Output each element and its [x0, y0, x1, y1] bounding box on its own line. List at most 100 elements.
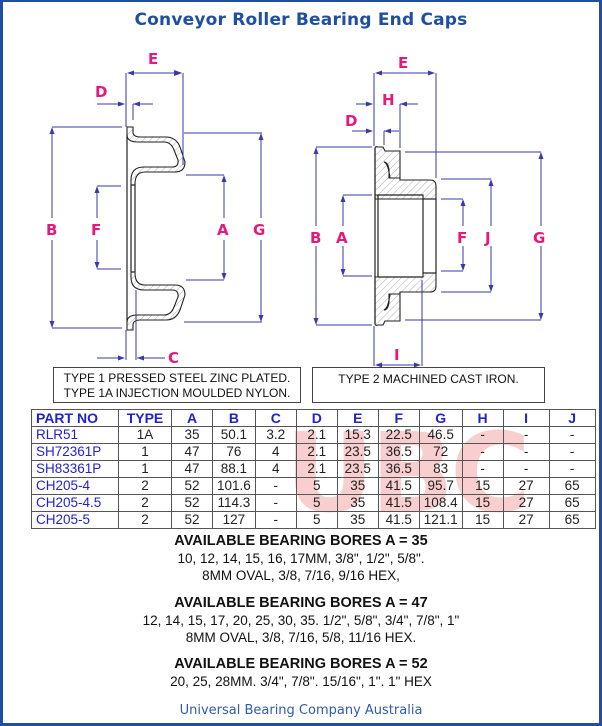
- page-title: Conveyor Roller Bearing End Caps: [134, 10, 468, 30]
- cell-c: -: [254, 477, 297, 495]
- cell-i: 27: [502, 477, 550, 495]
- cell-c: -: [254, 494, 297, 512]
- cell-g: 46.5: [418, 426, 463, 444]
- cell-d: 2.1: [295, 460, 338, 478]
- cell-i: -: [502, 443, 550, 461]
- dim-label-b2: B: [310, 229, 321, 247]
- cell-a: 47: [171, 460, 213, 478]
- cell-e: 23.5: [336, 443, 379, 461]
- col-header-type: TYPE: [118, 409, 172, 427]
- cell-g: 108.4: [418, 494, 463, 512]
- cell-type: 2: [118, 511, 172, 529]
- type1-note-line1: TYPE 1 PRESSED STEEL ZINC PLATED.: [63, 371, 291, 385]
- dim-label-i: I: [394, 346, 400, 364]
- cell-c: 3.2: [254, 426, 297, 444]
- cell-h: -: [461, 460, 504, 478]
- cell-c: 4: [254, 443, 297, 461]
- cell-h: 15: [461, 494, 504, 512]
- cell-h: 15: [461, 511, 504, 529]
- dim-label-a2: A: [336, 229, 348, 247]
- cell-d: 2.1: [295, 426, 338, 444]
- col-header-f: F: [377, 409, 420, 427]
- col-header-h: H: [461, 409, 504, 427]
- type2-note-line1: TYPE 2 MACHINED CAST IRON.: [338, 372, 519, 386]
- cell-f: 36.5: [377, 443, 420, 461]
- cell-d: 2.1: [295, 443, 338, 461]
- cell-b: 127: [212, 511, 256, 529]
- table-row: RLR51 1A 35 50.1 3.2 2.1 15.3 22.5 46.5 …: [31, 426, 596, 444]
- bores-a52: AVAILABLE BEARING BORES A = 52 20, 25, 2…: [0, 656, 602, 690]
- bores-a35-line1: 10, 12, 14, 15, 16, 17MM, 3/8", 1/2", 5/…: [177, 551, 425, 566]
- cell-c: -: [254, 511, 297, 529]
- cell-f: 22.5: [377, 426, 420, 444]
- cell-g: 83: [418, 460, 463, 478]
- dim-label-g: G: [253, 221, 265, 239]
- cell-type: 1: [118, 460, 172, 478]
- bores-a47: AVAILABLE BEARING BORES A = 47 12, 14, 1…: [0, 595, 602, 646]
- cell-d: 5: [295, 477, 338, 495]
- dim-label-j: J: [484, 229, 491, 247]
- bores-a35: AVAILABLE BEARING BORES A = 35 10, 12, 1…: [0, 533, 602, 584]
- col-header-i: I: [502, 409, 550, 427]
- table-row: SH83361P 1 47 88.1 4 2.1 23.5 36.5 83 - …: [31, 460, 596, 478]
- bores-a52-heading: AVAILABLE BEARING BORES A = 52: [174, 656, 428, 672]
- cell-b: 114.3: [212, 494, 256, 512]
- cell-g: 121.1: [418, 511, 463, 529]
- cell-a: 47: [171, 443, 213, 461]
- dim-label-d2: D: [345, 112, 357, 130]
- cell-b: 101.6: [212, 477, 256, 495]
- cell-b: 88.1: [212, 460, 256, 478]
- cell-type: 2: [118, 477, 172, 495]
- cell-f: 41.5: [377, 511, 420, 529]
- type2-note: TYPE 2 MACHINED CAST IRON.: [312, 367, 545, 403]
- bores-a35-line2: 8MM OVAL, 3/8, 7/16, 9/16 HEX,: [202, 568, 400, 583]
- cell-a: 52: [171, 494, 213, 512]
- col-header-part-no: PART NO: [31, 409, 119, 427]
- cell-a: 52: [171, 477, 213, 495]
- cell-f: 36.5: [377, 460, 420, 478]
- cell-i: 27: [502, 511, 550, 529]
- company-footer: Universal Bearing Company Australia: [179, 703, 423, 718]
- dim-label-e2: E: [398, 54, 408, 72]
- cell-part-no: CH205-4.5: [31, 494, 119, 512]
- cell-a: 52: [171, 511, 213, 529]
- dim-label-e: E: [148, 50, 158, 68]
- cell-part-no: RLR51: [31, 426, 119, 444]
- cell-e: 35: [336, 511, 379, 529]
- cell-j: -: [548, 426, 596, 444]
- cell-e: 15.3: [336, 426, 379, 444]
- spec-table: PART NO TYPE A B C D E F G H I J RLR51 1…: [31, 409, 596, 529]
- end-cap-drawings: E D B F A G: [46, 50, 545, 368]
- bores-a47-line1: 12, 14, 15, 17, 20, 25, 30, 35. 1/2", 5/…: [142, 613, 460, 628]
- cell-part-no: SH72361P: [31, 443, 119, 461]
- cell-e: 23.5: [336, 460, 379, 478]
- type1-note-line2: TYPE 1A INJECTION MOULDED NYLON.: [63, 386, 291, 400]
- table-row: CH205-4.5 2 52 114.3 - 5 35 41.5 108.4 1…: [31, 494, 596, 512]
- cell-b: 50.1: [212, 426, 256, 444]
- cell-f: 41.5: [377, 494, 420, 512]
- bores-a47-heading: AVAILABLE BEARING BORES A = 47: [174, 595, 428, 611]
- table-row: SH72361P 1 47 76 4 2.1 23.5 36.5 72 - - …: [31, 443, 596, 461]
- dim-label-f2: F: [457, 229, 467, 247]
- cell-i: -: [502, 426, 550, 444]
- col-header-e: E: [336, 409, 379, 427]
- bores-a35-heading: AVAILABLE BEARING BORES A = 35: [174, 533, 428, 549]
- cell-part-no: CH205-4: [31, 477, 119, 495]
- cell-j: 65: [548, 477, 596, 495]
- bores-a52-line1: 20, 25, 28MM. 3/4", 7/8". 15/16", 1". 1"…: [170, 674, 432, 689]
- col-header-d: D: [295, 409, 338, 427]
- col-header-b: B: [212, 409, 256, 427]
- table-header-row: PART NO TYPE A B C D E F G H I J: [31, 409, 596, 427]
- cell-type: 1A: [118, 426, 172, 444]
- dim-label-h: H: [382, 91, 395, 109]
- dim-label-f: F: [91, 221, 101, 239]
- col-header-j: J: [548, 409, 596, 427]
- table-row: CH205-5 2 52 127 - 5 35 41.5 121.1 15 27…: [31, 511, 596, 529]
- cell-e: 35: [336, 477, 379, 495]
- cell-b: 76: [212, 443, 256, 461]
- cell-part-no: CH205-5: [31, 511, 119, 529]
- cell-h: -: [461, 443, 504, 461]
- cell-j: 65: [548, 494, 596, 512]
- bores-a47-line2: 8MM OVAL, 3/8, 7/16, 5/8, 11/16 HEX.: [185, 630, 417, 645]
